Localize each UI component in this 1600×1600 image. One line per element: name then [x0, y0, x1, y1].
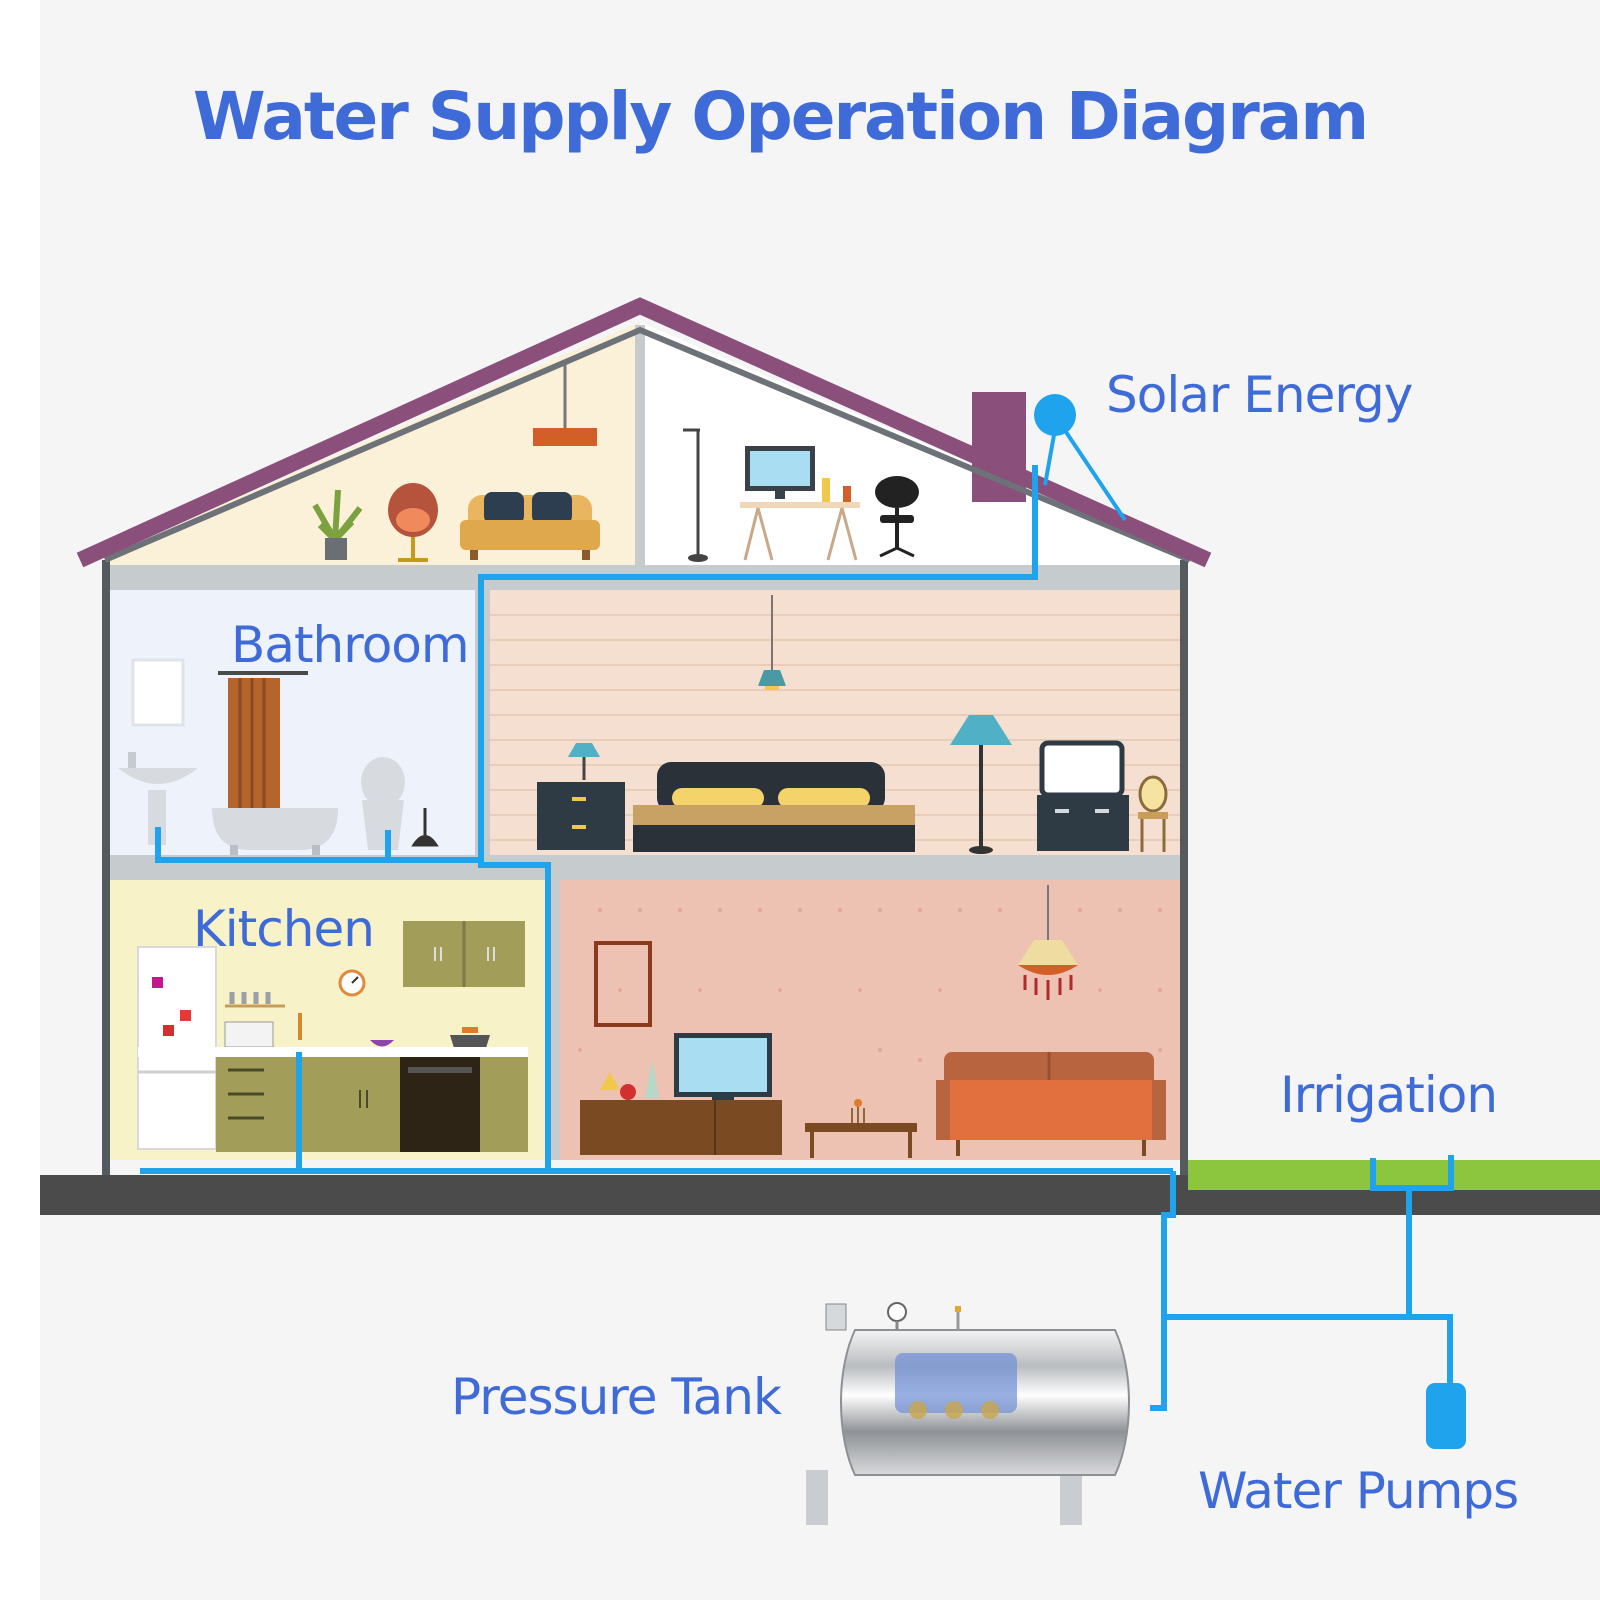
- attic-divider-wall: [635, 325, 645, 565]
- nightstand-left: [537, 743, 625, 850]
- bathroom-label: Bathroom: [231, 616, 470, 674]
- page-title: Water Supply Operation Diagram: [192, 78, 1369, 155]
- attic-sofa: [460, 492, 600, 560]
- water-pump-icon: [1426, 1383, 1466, 1449]
- bed: [633, 762, 915, 852]
- chimney: [972, 392, 1026, 502]
- pipe-pump-line: [1164, 1314, 1453, 1395]
- living-room-dots: [578, 908, 1162, 1062]
- wall-clock: [338, 969, 366, 997]
- pipe-attic-solar: [478, 465, 1038, 1171]
- chandelier: [1018, 885, 1078, 1000]
- house-left-wall: [102, 560, 110, 1175]
- living-sofa: [936, 1052, 1166, 1156]
- pipe-bathroom: [155, 827, 481, 863]
- left-margin: [0, 0, 40, 1600]
- pipe-main-feed: [1150, 1171, 1176, 1411]
- pendant-lamp: [533, 365, 597, 446]
- wall-cabinets: [403, 921, 525, 987]
- coffee-table: [805, 1099, 917, 1158]
- floor-lamp-attic: [683, 428, 708, 562]
- bathtub: [212, 808, 338, 855]
- pressure-tank-label: Pressure Tank: [451, 1368, 782, 1426]
- vanity-dresser: [1037, 740, 1129, 851]
- kitchen-shelf: [225, 992, 285, 1008]
- kitchen-living-wall: [550, 880, 560, 1160]
- solar-heater-icon: [1034, 394, 1127, 522]
- irrigation-label: Irrigation: [1280, 1066, 1498, 1124]
- pipe-irrigation-right: [1409, 1155, 1454, 1191]
- countertop: [138, 1047, 528, 1057]
- countertop-items: [224, 1013, 490, 1048]
- bathroom-mirror: [131, 658, 185, 727]
- computer-desk: [740, 446, 860, 561]
- office-chair: [875, 476, 919, 558]
- tv-console: [580, 1060, 782, 1155]
- water-pipes: [140, 465, 1454, 1411]
- bedroom-floor-lamp: [950, 715, 1012, 854]
- vanity-chair: [1138, 775, 1168, 852]
- sink: [118, 752, 198, 845]
- bedroom-pendant: [758, 595, 786, 690]
- television: [674, 1033, 772, 1103]
- picture-frame: [594, 941, 652, 1027]
- kitchen-label: Kitchen: [193, 900, 375, 958]
- plunger: [411, 808, 439, 847]
- pipe-irrigation: [1370, 1158, 1412, 1317]
- roof-inner-line: [103, 326, 1192, 563]
- solar-energy-label: Solar Energy: [1106, 366, 1413, 424]
- roof: [76, 297, 1212, 568]
- potted-plant: [312, 489, 363, 560]
- house-right-wall: [1180, 560, 1188, 1175]
- toilet: [361, 757, 405, 850]
- pressure-tank-icon: [806, 1302, 1131, 1525]
- base-cabinets: [216, 1057, 528, 1152]
- shower-curtain: [218, 671, 308, 808]
- water-pumps-label: Water Pumps: [1198, 1462, 1519, 1520]
- egg-chair: [388, 483, 438, 562]
